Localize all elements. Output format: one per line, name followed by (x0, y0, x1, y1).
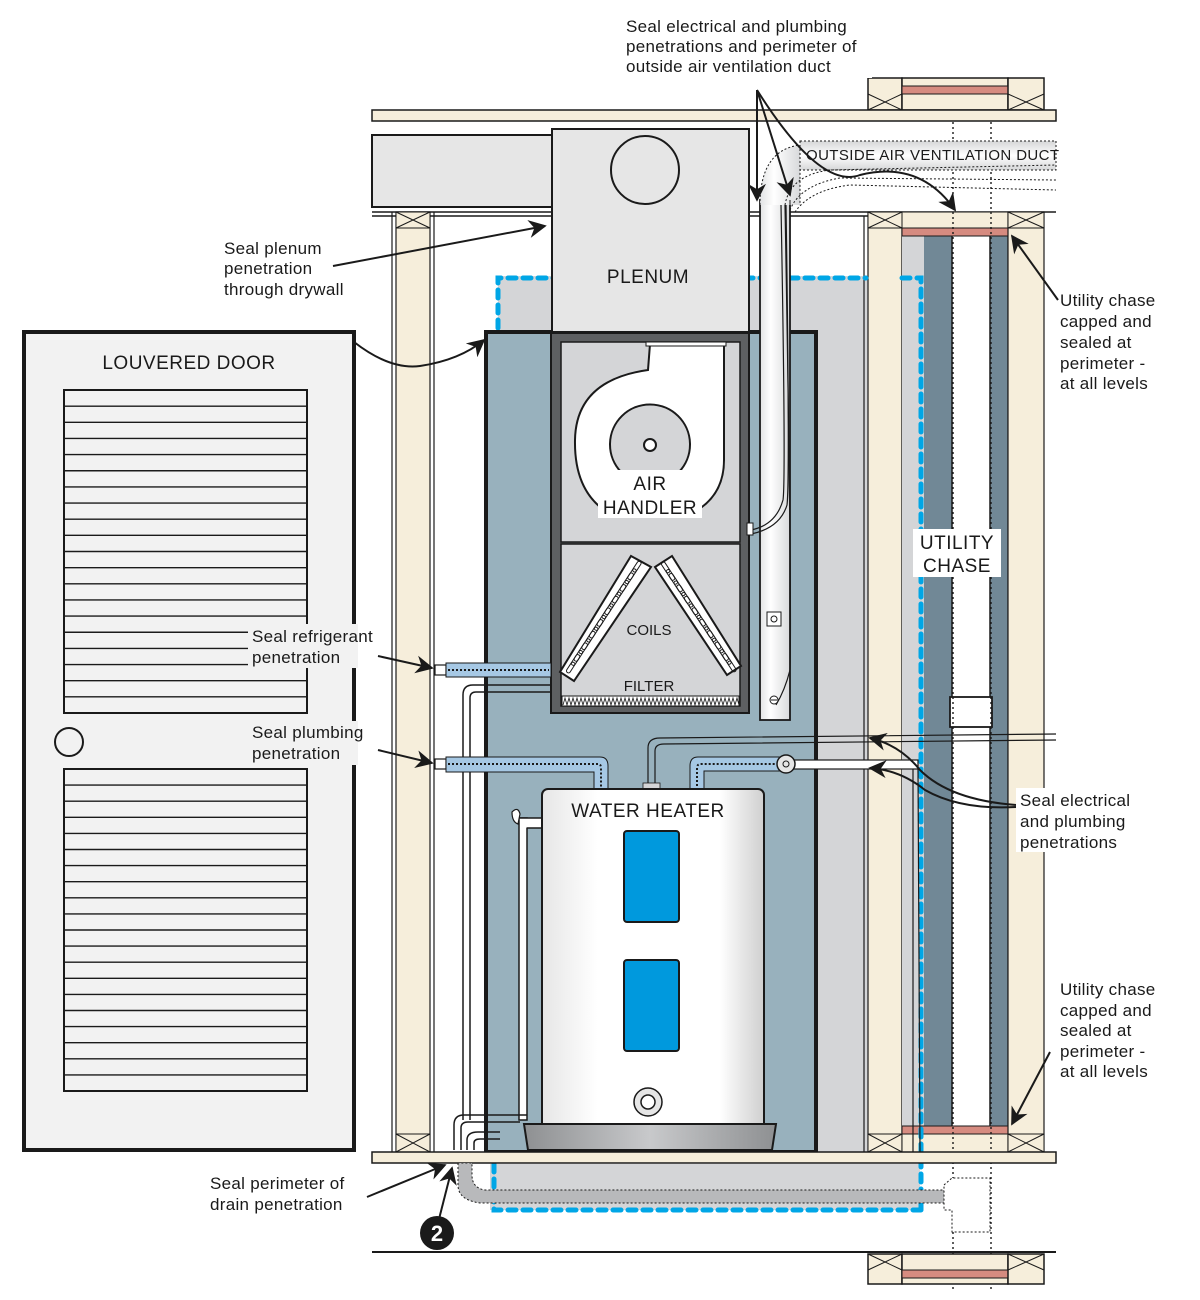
callout-plumbing: Seal plumbing penetration (248, 721, 364, 765)
coil-fin (632, 560, 642, 573)
svg-text:capped and: capped and (1060, 1001, 1152, 1020)
coil-fin (565, 661, 576, 674)
upper-element-cover (623, 830, 680, 923)
svg-text:Seal refrigerant: Seal refrigerant (252, 627, 373, 646)
svg-text:drain penetration: drain penetration (210, 1195, 343, 1214)
callout-plenum-seal: Seal plenum penetration through drywall (224, 239, 344, 299)
air-handler: AIR HANDLER COILS FILTER (550, 332, 750, 714)
upper-louver-slats (64, 405, 307, 698)
svg-text:Utility chase: Utility chase (1060, 980, 1156, 999)
upper-floor-framing (867, 77, 1045, 111)
coil-fin (593, 619, 604, 631)
air-handler-label-line1: AIR (633, 474, 666, 495)
air-handler-label-line2: HANDLER (603, 498, 697, 519)
svg-text:Seal electrical and plumbing: Seal electrical and plumbing (626, 17, 847, 36)
svg-text:penetrations: penetrations (1020, 833, 1117, 852)
coil-fin (668, 572, 678, 585)
plenum-label: PLENUM (607, 267, 689, 288)
svg-text:sealed at: sealed at (1060, 1021, 1132, 1040)
supply-duct (371, 134, 553, 208)
svg-text:penetration: penetration (224, 259, 312, 278)
utility-chase-label: UTILITY CHASE (913, 529, 1001, 577)
coil-fin (609, 595, 619, 608)
ceiling-top-plate (371, 109, 1057, 122)
svg-text:perimeter -: perimeter - (1060, 1042, 1146, 1061)
coil-fin (586, 630, 596, 643)
coil-fin (578, 642, 588, 655)
coil-fin (570, 654, 581, 666)
svg-text:capped and: capped and (1060, 312, 1152, 331)
svg-text:penetration: penetration (252, 648, 340, 667)
shutoff-valve[interactable] (776, 754, 796, 774)
outside-duct-label: OUTSIDE AIR VENTILATION DUCT (806, 147, 1059, 164)
coil-fin (616, 584, 627, 596)
coil-fin (727, 660, 737, 673)
coil-fin (624, 572, 634, 585)
filter-label: FILTER (624, 678, 675, 695)
filter (561, 695, 740, 707)
callout-leaders (332, 89, 1059, 1224)
floor-plate (371, 1151, 1057, 1164)
svg-text:CHASE: CHASE (923, 556, 991, 577)
step-badge: 2 (420, 1216, 454, 1250)
coil-fin (683, 595, 694, 608)
coils-label: COILS (626, 622, 671, 639)
coil-fins (565, 560, 737, 674)
svg-text:penetration: penetration (252, 744, 340, 763)
svg-text:Utility chase: Utility chase (1060, 291, 1156, 310)
svg-text:outside air ventilation duct: outside air ventilation duct (626, 57, 831, 76)
svg-text:UTILITY: UTILITY (920, 533, 994, 554)
water-heater-label: WATER HEATER (571, 801, 724, 822)
plumbing-lines (434, 733, 1057, 1153)
outside-air-ventilation-duct: OUTSIDE AIR VENTILATION DUCT (784, 140, 1059, 213)
plenum: PLENUM (551, 128, 750, 333)
svg-text:at all levels: at all levels (1060, 374, 1148, 393)
svg-text:at all levels: at all levels (1060, 1062, 1148, 1081)
right-wall-stud (863, 211, 903, 1153)
svg-text:Seal electrical: Seal electrical (1020, 791, 1130, 810)
coil-fin (601, 607, 611, 620)
relief-drain-pipes (453, 1114, 527, 1150)
drain-pan (522, 1123, 778, 1151)
condensate-drain-line (457, 1162, 991, 1233)
refrigerant-line (434, 662, 552, 1120)
lower-element-cover (623, 959, 680, 1052)
svg-text:Seal perimeter of: Seal perimeter of (210, 1174, 345, 1193)
callout-chase-bottom: Utility chase capped and sealed at perim… (1060, 980, 1156, 1081)
water-heater: WATER HEATER (511, 788, 778, 1151)
svg-text:Seal plenum: Seal plenum (224, 239, 322, 258)
coil-fin (714, 641, 724, 654)
callout-refrigerant: Seal refrigerant penetration (248, 624, 373, 668)
coil-fin (691, 607, 701, 619)
lower-floor-framing (867, 1253, 1045, 1285)
door-knob[interactable] (54, 727, 84, 757)
air-barrier-line (491, 275, 924, 1213)
svg-text:Seal plumbing: Seal plumbing (252, 723, 364, 742)
left-wall-stud (391, 211, 435, 1153)
callout-chase-top: Utility chase capped and sealed at perim… (1060, 291, 1156, 393)
coil-fin (722, 653, 732, 665)
callout-drain: Seal perimeter of drain penetration (210, 1174, 345, 1214)
svg-text:penetrations and perimeter of: penetrations and perimeter of (626, 37, 857, 56)
callout-elec-plumb: Seal electrical and plumbing penetration… (1016, 788, 1144, 852)
door-label: LOUVERED DOOR (102, 353, 275, 374)
svg-text:perimeter -: perimeter - (1060, 354, 1146, 373)
svg-text:2: 2 (431, 1221, 443, 1246)
coil-fin (706, 630, 717, 642)
coil-fin (660, 561, 671, 574)
svg-text:through drywall: through drywall (224, 280, 344, 299)
lower-louver-slats (64, 784, 307, 1076)
svg-text:and plumbing: and plumbing (1020, 812, 1126, 831)
callout-top-seal: Seal electrical and plumbing penetration… (622, 14, 872, 78)
coil-fin (699, 618, 709, 631)
coil-fin (676, 584, 686, 597)
svg-text:sealed at: sealed at (1060, 333, 1132, 352)
